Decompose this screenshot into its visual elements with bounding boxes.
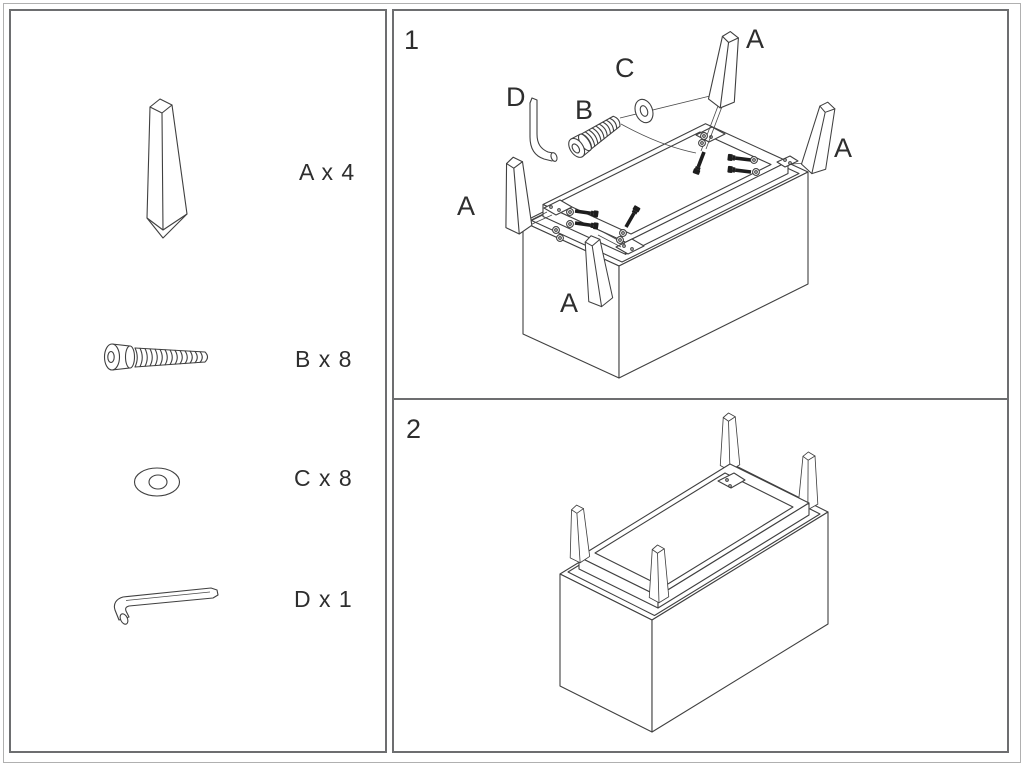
leg-near-attached — [648, 544, 670, 604]
fastener-bolts — [574, 151, 752, 230]
callout-b: B — [575, 95, 594, 125]
leg-right — [800, 101, 836, 175]
apron-frame — [542, 123, 789, 255]
bolt-part-icon — [103, 343, 209, 371]
callout-c: C — [615, 53, 635, 83]
step2-drawing — [559, 412, 829, 733]
leg-bottom — [584, 235, 614, 308]
step1-number: 1 — [404, 25, 420, 55]
bolt-icon — [568, 115, 621, 158]
step1-drawing — [505, 31, 836, 379]
part-label-b: B x 8 — [295, 346, 353, 372]
callout-a-right: A — [834, 133, 853, 163]
part-label-a: A x 4 — [299, 159, 356, 185]
part-label-c: C x 8 — [294, 465, 353, 491]
step-divider — [394, 398, 1007, 400]
steps-panel: 1 D B C A A A A 2 — [392, 9, 1009, 753]
callout-a-left: A — [457, 191, 476, 221]
allen-key-icon — [529, 97, 558, 162]
parts-drawings — [103, 98, 219, 625]
callout-d: D — [506, 82, 526, 112]
page-outer-frame — [3, 3, 1021, 763]
washer-part-icon — [133, 467, 181, 497]
leg-top — [707, 31, 739, 109]
callout-a-top: A — [746, 24, 765, 54]
assembled-bench — [559, 412, 829, 733]
washer-icon — [634, 98, 654, 124]
leg-far-attached — [719, 412, 741, 472]
leg-left-attached — [569, 504, 591, 564]
parts-panel: A x 4 B x 8 C x 8 D x 1 — [9, 9, 387, 753]
leg-left — [505, 156, 533, 235]
fastener-washers — [552, 132, 760, 244]
allen-key-part-icon — [113, 587, 219, 625]
step2-number: 2 — [406, 414, 422, 444]
callout-a-bottom: A — [560, 288, 579, 318]
loose-legs — [505, 31, 836, 308]
part-label-d: D x 1 — [294, 586, 353, 612]
leg-part-icon — [146, 98, 188, 239]
